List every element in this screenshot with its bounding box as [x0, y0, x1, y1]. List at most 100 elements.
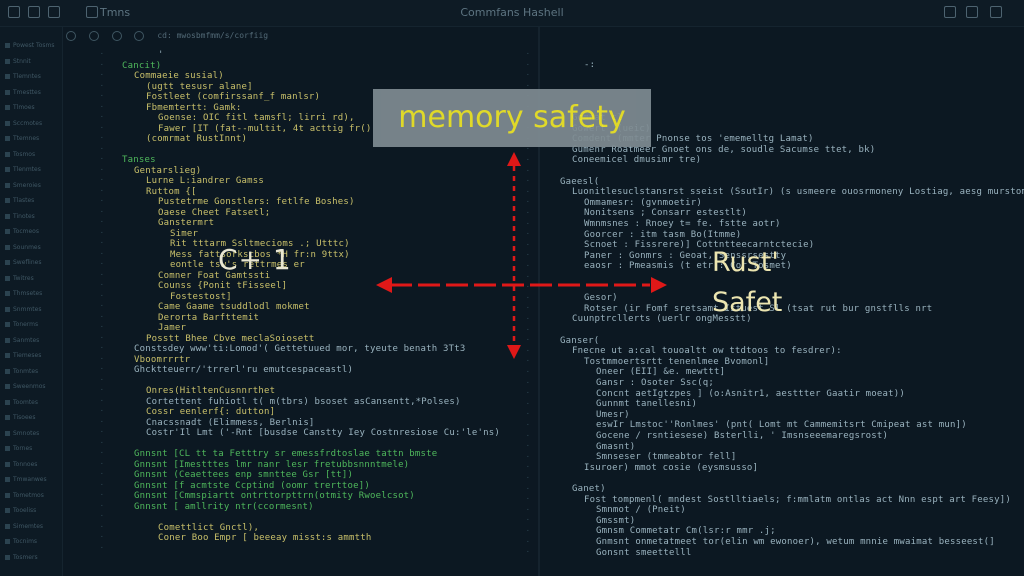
code-line: eswIr Lmstoc''Ronlmes' (pnt( Lomt mt Cam…: [596, 420, 967, 431]
code-line: Fost tompmenl( mndest Sostlltiaels; f:mm…: [584, 494, 1012, 505]
window-icon[interactable]: [48, 6, 60, 18]
sidebar-item[interactable]: Tometmos: [5, 491, 44, 501]
sidebar-item[interactable]: Tiemeses: [5, 351, 41, 361]
line-number: ·: [525, 177, 530, 186]
code-line: Comner Foat Gamtssti: [158, 270, 271, 281]
line-number: ·: [525, 50, 530, 58]
sidebar-item[interactable]: Smnotes: [5, 429, 39, 439]
line-number: ·: [525, 60, 530, 69]
home-icon[interactable]: [134, 30, 145, 41]
sidebar-item[interactable]: Ttemnes: [5, 134, 39, 144]
pane-divider[interactable]: [538, 27, 540, 576]
line-number: ·: [525, 262, 530, 270]
sidebar-item[interactable]: Tornes: [5, 444, 32, 454]
rust-label-line2: Safet: [712, 287, 783, 318]
forward-icon[interactable]: [88, 30, 99, 41]
line-number: ·: [525, 145, 530, 154]
line-number: ·: [525, 452, 530, 461]
sidebar-item[interactable]: Stnnit: [5, 57, 31, 67]
code-line: Gansr : Osoter Ssc(q;: [596, 378, 714, 388]
sidebar-item[interactable]: Tooeliss: [5, 506, 36, 516]
sidebar-item[interactable]: Tonnoes: [5, 460, 37, 470]
code-line: (ugtt tesusr alane]: [146, 81, 253, 92]
sidebar-item[interactable]: Simemtes: [5, 522, 43, 532]
line-number: ·: [99, 155, 104, 163]
sidebar-item[interactable]: Tisoees: [5, 413, 35, 423]
line-number: ·: [99, 81, 104, 90]
sidebar-item[interactable]: Tocnims: [5, 537, 37, 547]
rust-label-line1: Rust': [712, 247, 779, 278]
line-number: ·: [525, 166, 530, 175]
sidebar-item[interactable]: Sccmotes: [5, 119, 42, 129]
arrow-head-up: [507, 152, 521, 166]
code-line: Isuroer) mmot cosie (eysmsusso]: [584, 462, 759, 473]
sidebar-item[interactable]: Tlastes: [5, 196, 34, 206]
code-line: Constsdey www'ti:Lomod'( Gettetuued mor,…: [134, 344, 466, 354]
grid-icon[interactable]: [28, 6, 40, 18]
sidebar-item[interactable]: Tlmoes: [5, 103, 35, 113]
sidebar-item[interactable]: Tosmers: [5, 553, 38, 563]
line-number: ·: [99, 438, 104, 447]
line-number: ·: [525, 399, 530, 408]
sidebar-item[interactable]: Powest Tosms: [5, 41, 54, 51]
settings-icon[interactable]: [944, 6, 956, 18]
sidebar-item[interactable]: Tlemntes: [5, 72, 41, 82]
sidebar-item[interactable]: Tonerms: [5, 320, 38, 330]
window-title: Commfans Hashell: [460, 6, 564, 19]
close-icon[interactable]: [990, 6, 1002, 18]
code-line: Gnnsnt [Imestttes lmr nanr lesr fretubbs…: [134, 459, 410, 470]
path-bar[interactable]: cd: mwosbmfmm/s/corfiig: [66, 28, 496, 44]
sidebar-item[interactable]: Sweenmos: [5, 382, 46, 392]
sidebar-item[interactable]: Tonmtes: [5, 367, 38, 377]
line-number: ·: [99, 365, 104, 373]
left-line-gutter: ········································…: [82, 46, 106, 576]
back-icon[interactable]: [66, 30, 76, 41]
line-number: ·: [99, 102, 104, 111]
sidebar-item[interactable]: Tinotes: [5, 212, 35, 222]
file-icon[interactable]: [86, 6, 98, 18]
code-line: Tostmmoertsrtt tenenlmee Bvomonl]: [584, 356, 770, 367]
sidebar-item[interactable]: Sanmtes: [5, 336, 39, 346]
line-number: ·: [525, 293, 530, 302]
code-line: Ommamesr: (gvnmoetir): [584, 197, 702, 208]
sidebar-item[interactable]: Snmmtes: [5, 305, 41, 315]
code-line: Wmnmsnes : Rnoey t= fe. fstte aotr): [584, 219, 781, 229]
sidebar-item[interactable]: Tosmos: [5, 150, 35, 160]
sidebar-item[interactable]: Twitres: [5, 274, 34, 284]
sidebar-item[interactable]: Sweflines: [5, 258, 41, 268]
sidebar-item[interactable]: Tocmeos: [5, 227, 39, 237]
line-number: ·: [525, 527, 530, 535]
line-number: ·: [99, 312, 104, 321]
refresh-icon[interactable]: [111, 30, 122, 41]
banner-text: memory safety: [398, 100, 626, 135]
code-line: Ganser(: [560, 335, 600, 346]
minimize-icon[interactable]: [966, 6, 978, 18]
line-number: ·: [99, 333, 104, 342]
sidebar-item[interactable]: Sounmes: [5, 243, 41, 253]
code-line: Cuunptrcllerts (uerlr ongMesstt): [572, 314, 752, 325]
code-line: Oneer (EII] &e. mewttt]: [596, 367, 726, 378]
line-number: ·: [525, 336, 530, 345]
line-number: ·: [99, 512, 104, 520]
code-line: Gnnsnt (Ceaettees enp smnttee Gsr [tt]): [134, 470, 354, 480]
sidebar-item[interactable]: Tmesttes: [5, 88, 41, 98]
line-number: ·: [525, 495, 530, 504]
line-number: ·: [99, 207, 104, 216]
menu-icon[interactable]: [8, 6, 20, 18]
sidebar-item[interactable]: Tlenmtes: [5, 165, 41, 175]
code-line: Counss {Ponit tFisseel]: [158, 281, 288, 291]
line-number: ·: [525, 325, 530, 334]
line-number: ·: [99, 281, 104, 289]
sidebar-item[interactable]: Toomtes: [5, 398, 38, 408]
line-number: ·: [99, 470, 104, 478]
line-number: ·: [99, 249, 104, 258]
sidebar-item[interactable]: Thmsetes: [5, 289, 42, 299]
arrow-head-down: [507, 345, 521, 359]
sidebar-item[interactable]: Tmwanwes: [5, 475, 47, 485]
sidebar-item[interactable]: Smeroies: [5, 181, 41, 191]
line-number: ·: [99, 92, 104, 100]
code-line: ': [158, 50, 164, 60]
